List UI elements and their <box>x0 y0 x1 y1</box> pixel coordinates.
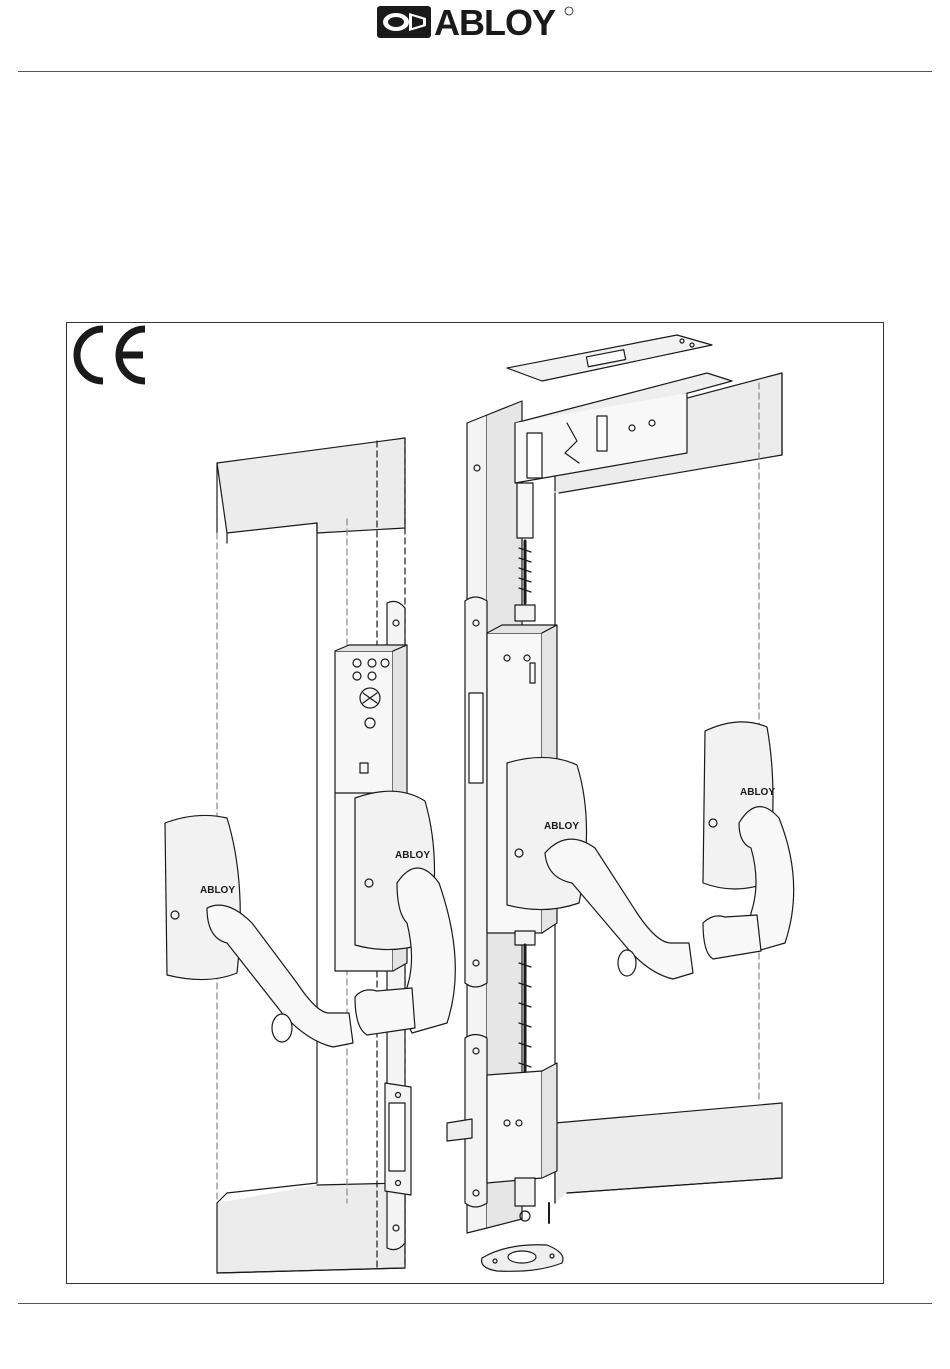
left-inner-handle-label: ABLOY <box>395 850 430 861</box>
lock-assembly-figure: ABLOY ABLOY <box>66 322 884 1284</box>
left-outer-handle-label: ABLOY <box>200 885 235 896</box>
left-strike-plate <box>385 1083 411 1195</box>
abloy-keyhole-logo-icon <box>376 4 432 40</box>
bottom-rod <box>515 1178 549 1223</box>
page-header: ABLOY <box>0 0 950 72</box>
header-divider <box>18 71 932 72</box>
abloy-logo: ABLOY <box>376 4 576 40</box>
right-outer-handle: ABLOY <box>703 722 794 959</box>
exploded-lock-diagram: ABLOY ABLOY <box>67 323 883 1283</box>
top-strike-plate <box>507 335 712 381</box>
right-inner-handle: ABLOY <box>507 757 693 979</box>
left-outer-handle: ABLOY <box>165 815 353 1047</box>
right-inner-handle-label: ABLOY <box>544 821 579 832</box>
ce-conformity-mark-icon <box>67 323 153 387</box>
left-inner-handle: ABLOY <box>355 791 455 1035</box>
right-outer-handle-label: ABLOY <box>740 787 775 798</box>
registered-mark-icon <box>564 6 574 16</box>
footer-divider <box>18 1303 932 1304</box>
floor-strike-plate <box>482 1245 563 1272</box>
centre-faceplate <box>465 597 487 987</box>
brand-name: ABLOY <box>434 3 555 43</box>
